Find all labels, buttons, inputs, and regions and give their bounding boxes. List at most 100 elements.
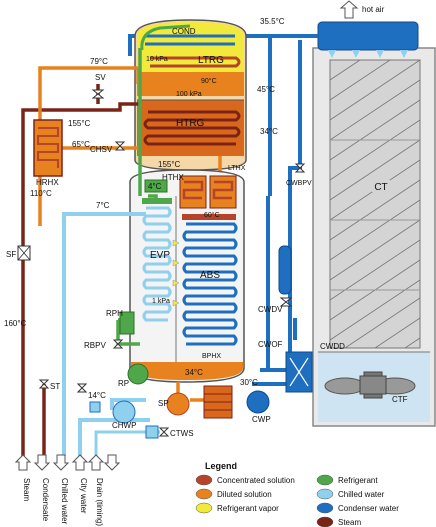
legend-item: Concentrated solution bbox=[195, 474, 295, 486]
ctws-strainer bbox=[145, 425, 159, 439]
lthx-label: LTHX bbox=[228, 165, 246, 172]
temp-34-box bbox=[183, 366, 205, 377]
generator-vessel bbox=[134, 19, 247, 171]
cwp-pump bbox=[246, 390, 270, 414]
rbpv-label: RBPV bbox=[84, 341, 106, 350]
sp-label: SP bbox=[158, 399, 169, 408]
legend-label: Diluted solution bbox=[217, 490, 272, 499]
legend-swatch bbox=[316, 502, 334, 514]
temp-14: 14°C bbox=[88, 391, 106, 400]
fan-icon bbox=[324, 371, 416, 399]
temp-35-5: 35.5°C bbox=[260, 17, 285, 26]
ltrg-label: LTRG bbox=[198, 55, 224, 66]
htrg-label: HTRG bbox=[176, 118, 205, 129]
legend-swatch bbox=[195, 488, 213, 500]
city-water-in-arrow-icon bbox=[87, 454, 105, 471]
cwdv-valve-icon bbox=[279, 297, 293, 307]
cwdv-tank bbox=[278, 245, 292, 295]
temp-79: 79°C bbox=[90, 57, 108, 66]
legend-item: Refrigerant vapor bbox=[195, 502, 279, 514]
temp-155-b: 155°C bbox=[158, 160, 181, 169]
sf-label: SF bbox=[6, 250, 16, 259]
temp-4-box bbox=[144, 179, 168, 193]
bottom-label-3: City water bbox=[79, 478, 88, 514]
temp-4: 4°C bbox=[148, 182, 162, 191]
temp-110: 110°C bbox=[30, 189, 52, 198]
ctws-label: CTWS bbox=[170, 429, 194, 438]
legend-item: Chilled water bbox=[316, 488, 385, 500]
cwdv-label: CWDV bbox=[258, 305, 283, 314]
evaporator-absorber-vessel bbox=[129, 169, 245, 383]
chwp-label: CHWP bbox=[112, 421, 136, 430]
legend-item: Condenser water bbox=[316, 502, 399, 514]
rp-label: RP bbox=[118, 379, 129, 388]
hot-air-label: hot air bbox=[362, 5, 385, 14]
cooling-tower: CT hot air CWDD CTF bbox=[312, 0, 436, 427]
legend-swatch bbox=[195, 474, 213, 486]
temp-34: 34°C bbox=[260, 127, 278, 136]
temp-160: 160°C bbox=[4, 319, 27, 328]
legend-label: Condenser water bbox=[338, 504, 399, 513]
chilled-valve-icon bbox=[76, 383, 88, 393]
st-trap-icon bbox=[38, 379, 50, 389]
bottom-label-1: Condensate bbox=[41, 478, 50, 522]
condensate-out-arrow-icon bbox=[33, 454, 51, 471]
evp-label: EVP bbox=[150, 250, 170, 261]
hrhx-label: HRHX bbox=[36, 178, 59, 187]
rph-label: RPH bbox=[106, 309, 123, 318]
legend-item: Steam bbox=[316, 516, 361, 527]
rph-heater bbox=[119, 311, 135, 335]
pressure-10kpa: 10 kPa bbox=[146, 56, 168, 63]
io-arrows bbox=[14, 454, 121, 471]
sv-valve-icon bbox=[91, 89, 105, 99]
legend-label: Chilled water bbox=[338, 490, 385, 499]
rp-pump bbox=[127, 363, 149, 385]
legend-item: Diluted solution bbox=[195, 488, 272, 500]
st-label: ST bbox=[50, 382, 60, 391]
ctf-label: CTF bbox=[392, 395, 408, 404]
temp-30: 30°C bbox=[240, 378, 258, 387]
legend-swatch bbox=[316, 474, 334, 486]
ctws-valve-icon bbox=[158, 427, 170, 437]
cwof-label: CWOF bbox=[258, 340, 283, 349]
steam-in-arrow-icon bbox=[14, 454, 32, 471]
legend-swatch bbox=[316, 516, 334, 527]
temp-34-b: 34°C bbox=[185, 368, 203, 377]
abs-label: ABS bbox=[200, 270, 220, 281]
legend-swatch bbox=[195, 502, 213, 514]
cwbpv-valve-icon bbox=[294, 163, 306, 173]
legend-label: Steam bbox=[338, 518, 361, 527]
rbpv-valve-icon bbox=[112, 339, 124, 349]
legend-label: Concentrated solution bbox=[217, 476, 295, 485]
lthx-exchanger bbox=[209, 175, 237, 209]
hot-air-arrow-icon bbox=[339, 0, 359, 19]
temp-65: 65°C bbox=[72, 140, 90, 149]
temp-45: 45°C bbox=[257, 85, 275, 94]
legend-label: Refrigerant vapor bbox=[217, 504, 279, 513]
bottom-label-2: Chilled water bbox=[60, 478, 69, 525]
chilled-strainer bbox=[89, 401, 101, 413]
legend-label: Refrigerant bbox=[338, 476, 378, 485]
bottom-label-0: Steam bbox=[22, 478, 31, 501]
temp-90: 90°C bbox=[201, 77, 217, 85]
drain-out-arrow-icon bbox=[103, 454, 121, 471]
sv-label: SV bbox=[95, 73, 106, 82]
legend-swatch bbox=[316, 488, 334, 500]
pressure-100kpa: 100 kPa bbox=[176, 91, 202, 98]
cond-label: COND bbox=[172, 27, 196, 36]
sp-pump bbox=[166, 392, 190, 416]
temp-60: 60°C bbox=[204, 211, 220, 219]
chsv-valve-icon bbox=[114, 141, 126, 151]
ct-label: CT bbox=[374, 182, 387, 193]
pressure-1kpa: 1 kPa bbox=[152, 298, 170, 305]
chilled-water-in-arrow-icon bbox=[71, 454, 89, 471]
legend-title: Legend bbox=[205, 461, 237, 471]
chilled-water-out-arrow-icon bbox=[52, 454, 70, 471]
bphx-label: BPHX bbox=[202, 353, 221, 360]
hthx-exchanger bbox=[179, 175, 207, 209]
cwp-label: CWP bbox=[252, 415, 271, 424]
